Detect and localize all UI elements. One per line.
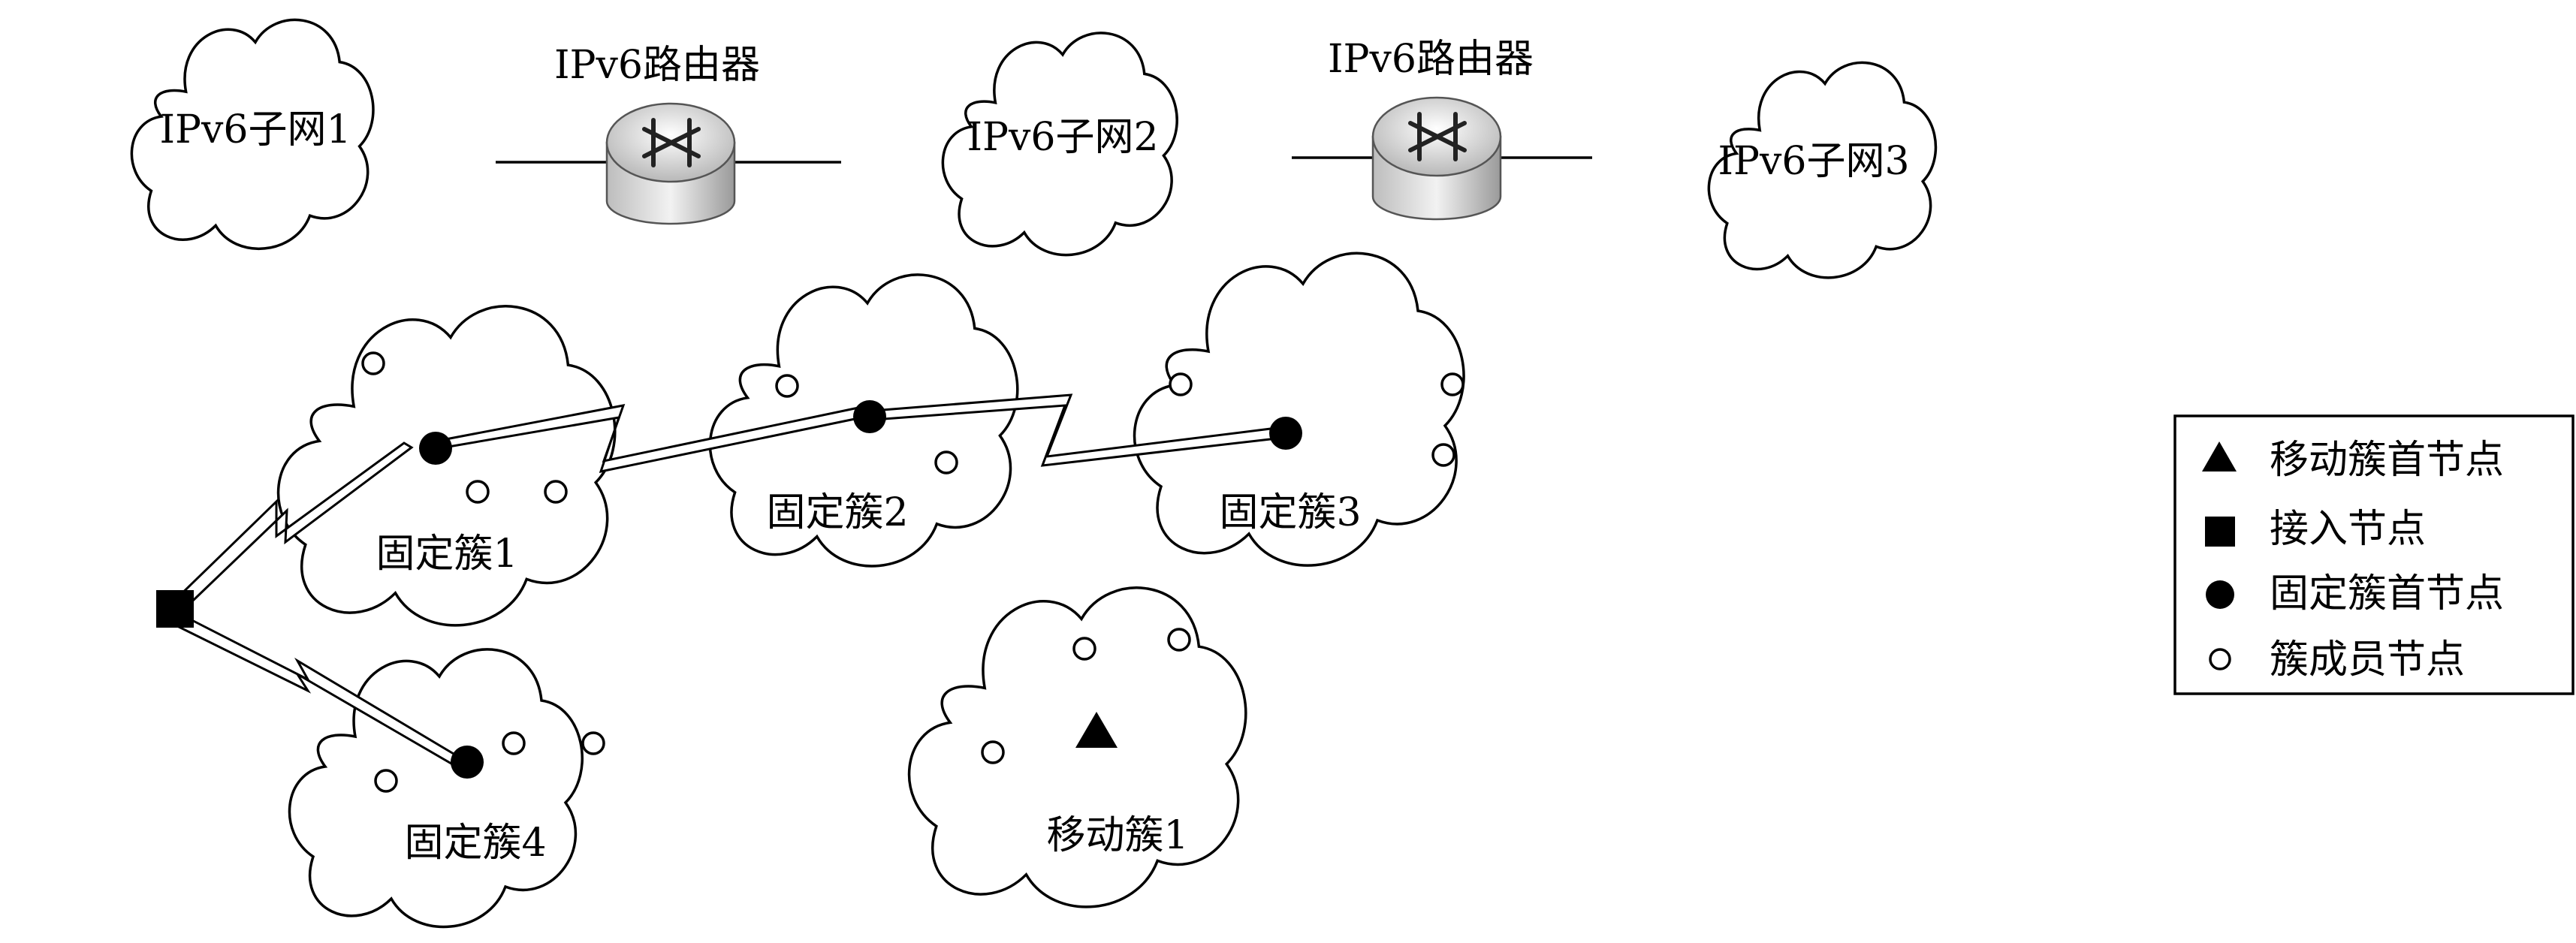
legend-item-member: 簇成员节点	[2209, 637, 2465, 682]
member-node	[502, 731, 526, 755]
router-arrows-icon	[1408, 112, 1467, 161]
member-node	[775, 374, 799, 398]
ipv6-router-1: IPv6路由器	[554, 43, 760, 225]
cluster-label: 固定簇4	[404, 821, 546, 866]
ipv6-subnet-2: IPv6子网2	[943, 33, 1177, 255]
member-node	[981, 740, 1005, 764]
cluster-label: 固定簇1	[376, 532, 517, 577]
cluster4-head-node	[451, 746, 484, 779]
cluster3-head-node	[1269, 417, 1302, 450]
subnet-label: IPv6子网3	[1718, 139, 1909, 184]
ipv6-router-2: IPv6路由器	[1328, 37, 1534, 221]
member-node	[934, 450, 958, 475]
mobile-cluster-head-node	[1075, 712, 1118, 748]
member-node	[1440, 372, 1464, 396]
fixed-cluster-4: 固定簇4	[289, 649, 582, 927]
fixed-cluster-1: 固定簇1	[279, 306, 615, 625]
fixed-cluster-3: 固定簇3	[1135, 253, 1464, 565]
member-node	[1431, 443, 1455, 467]
cluster2-head-node	[853, 400, 886, 433]
triangle-icon	[2202, 441, 2237, 472]
ipv6-subnet-1: IPv6子网1	[131, 20, 373, 249]
member-node	[466, 480, 490, 504]
member-node	[544, 480, 568, 504]
router-label: IPv6路由器	[554, 43, 760, 88]
cluster1-head-node	[419, 432, 452, 465]
legend-label: 接入节点	[2270, 507, 2426, 552]
member-node	[1072, 637, 1096, 661]
square-icon	[2205, 517, 2235, 547]
legend-item-mobile-head: 移动簇首节点	[2202, 438, 2504, 483]
member-node	[581, 731, 605, 755]
member-node	[374, 769, 398, 793]
member-nodes	[361, 351, 1464, 793]
legend-label: 固定簇首节点	[2270, 571, 2504, 616]
subnet-label: IPv6子网1	[159, 107, 351, 152]
member-node	[1167, 628, 1191, 652]
fixed-cluster-2: 固定簇2	[710, 275, 1018, 566]
legend: 移动簇首节点 接入节点 固定簇首节点 簇成员节点	[2173, 414, 2574, 695]
cluster-label: 固定簇3	[1219, 490, 1361, 535]
legend-label: 移动簇首节点	[2270, 438, 2504, 483]
cluster-label: 移动簇1	[1046, 813, 1188, 858]
legend-item-access-node: 接入节点	[2205, 507, 2426, 552]
filled-circle-icon	[2206, 580, 2234, 609]
member-node	[1169, 372, 1193, 396]
mobile-cluster-1: 移动簇1	[909, 588, 1246, 907]
open-circle-icon	[2209, 648, 2231, 670]
router-label: IPv6路由器	[1328, 37, 1534, 82]
router-arrows-icon	[642, 118, 701, 167]
access-node	[156, 590, 194, 628]
legend-label: 簇成员节点	[2270, 637, 2465, 682]
legend-box	[2173, 414, 2574, 695]
wireless-link-access-to-cluster1	[166, 441, 414, 618]
member-node	[361, 351, 385, 375]
ipv6-subnet-3: IPv6子网3	[1709, 62, 1935, 277]
subnet-label: IPv6子网2	[967, 115, 1158, 160]
legend-item-fixed-head: 固定簇首节点	[2206, 571, 2504, 616]
cluster-label: 固定簇2	[766, 490, 908, 535]
